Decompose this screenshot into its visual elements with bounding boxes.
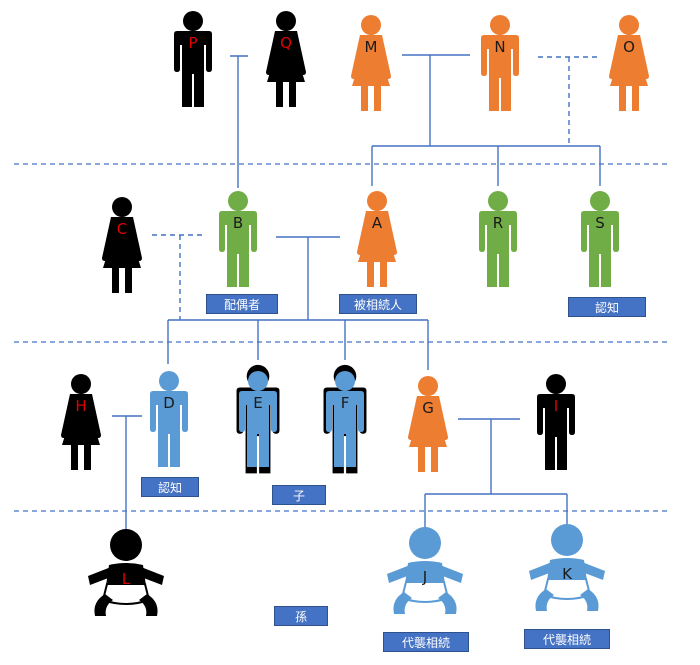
person-label: D [163,394,175,412]
person-label: H [75,397,86,415]
person-figures: P Q M N O C B A R S H D E F G I L J K [61,11,649,616]
d-dementia-tag: 認知 [141,477,199,497]
j-representation-tag: 代襲相続 [383,632,469,652]
person-b: B [219,191,257,287]
person-label: G [422,399,434,417]
person-label: P [188,34,197,52]
s-dementia-tag: 認知 [568,297,646,317]
person-f: F [323,364,367,474]
person-g: G [408,376,448,472]
relationship-lines [112,54,601,530]
person-p: P [174,11,212,107]
person-q: Q [266,11,306,107]
person-label: O [623,38,635,56]
person-j: J [387,527,463,614]
generation-dividers [14,163,670,512]
person-label: A [372,214,383,232]
person-label: N [494,38,505,56]
decedent-tag: 被相続人 [339,294,417,314]
person-label: L [122,570,131,588]
person-m: M [351,15,391,111]
person-o: O [609,15,649,111]
person-label: I [554,397,558,415]
person-label: F [341,394,350,412]
person-i: I [537,374,575,470]
person-n: N [481,15,519,111]
person-label: C [117,220,127,238]
person-e: E [236,364,280,474]
person-r: R [479,191,517,287]
children-tag: 子 [272,485,326,505]
person-label: S [595,214,605,232]
person-c: C [102,197,142,293]
k-representation-tag: 代襲相続 [524,629,610,649]
person-label: J [422,568,427,586]
person-label: K [562,565,573,583]
person-a: A [357,191,397,287]
spouse-tag: 配偶者 [206,294,278,314]
person-h: H [61,374,101,470]
person-label: B [233,214,243,232]
person-label: R [493,214,503,232]
person-l: L [88,529,164,616]
person-label: E [253,394,262,412]
person-label: Q [280,34,292,52]
person-label: M [365,38,378,56]
grandchildren-tag: 孫 [274,606,328,626]
person-d: D [150,371,188,467]
person-k: K [529,524,605,611]
person-s: S [581,191,619,287]
